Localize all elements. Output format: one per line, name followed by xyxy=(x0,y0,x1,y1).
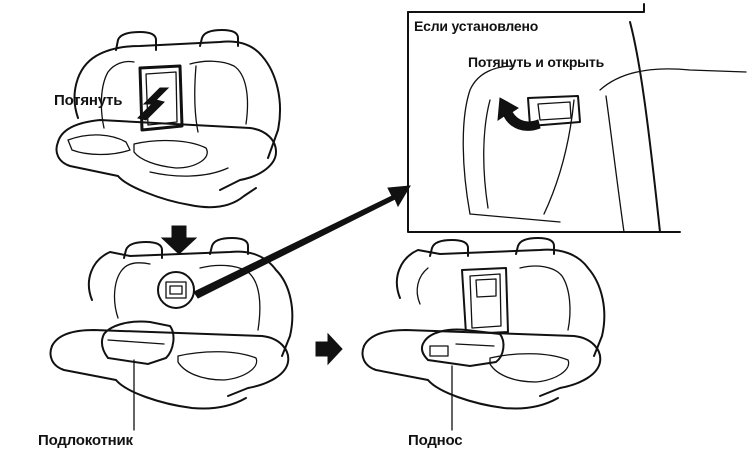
label-pull: Потянуть xyxy=(54,92,123,109)
label-armrest: Подлокотник xyxy=(38,432,133,449)
label-if-installed: Если установлено xyxy=(414,18,539,34)
rear-seat-top-left xyxy=(55,29,282,209)
detail-inset xyxy=(407,3,747,233)
rear-seat-bottom-left xyxy=(49,237,294,431)
rear-seat-bottom-right xyxy=(361,237,606,431)
pull-open-arrow-icon xyxy=(497,97,541,131)
label-tray: Поднос xyxy=(408,432,463,449)
label-pull-and-open: Потянуть и открыть xyxy=(468,54,604,70)
callout-arrow-icon xyxy=(193,185,411,299)
arrow-right-icon xyxy=(315,332,343,366)
arrow-down-icon xyxy=(160,225,198,255)
pull-arrow-icon xyxy=(137,87,170,121)
